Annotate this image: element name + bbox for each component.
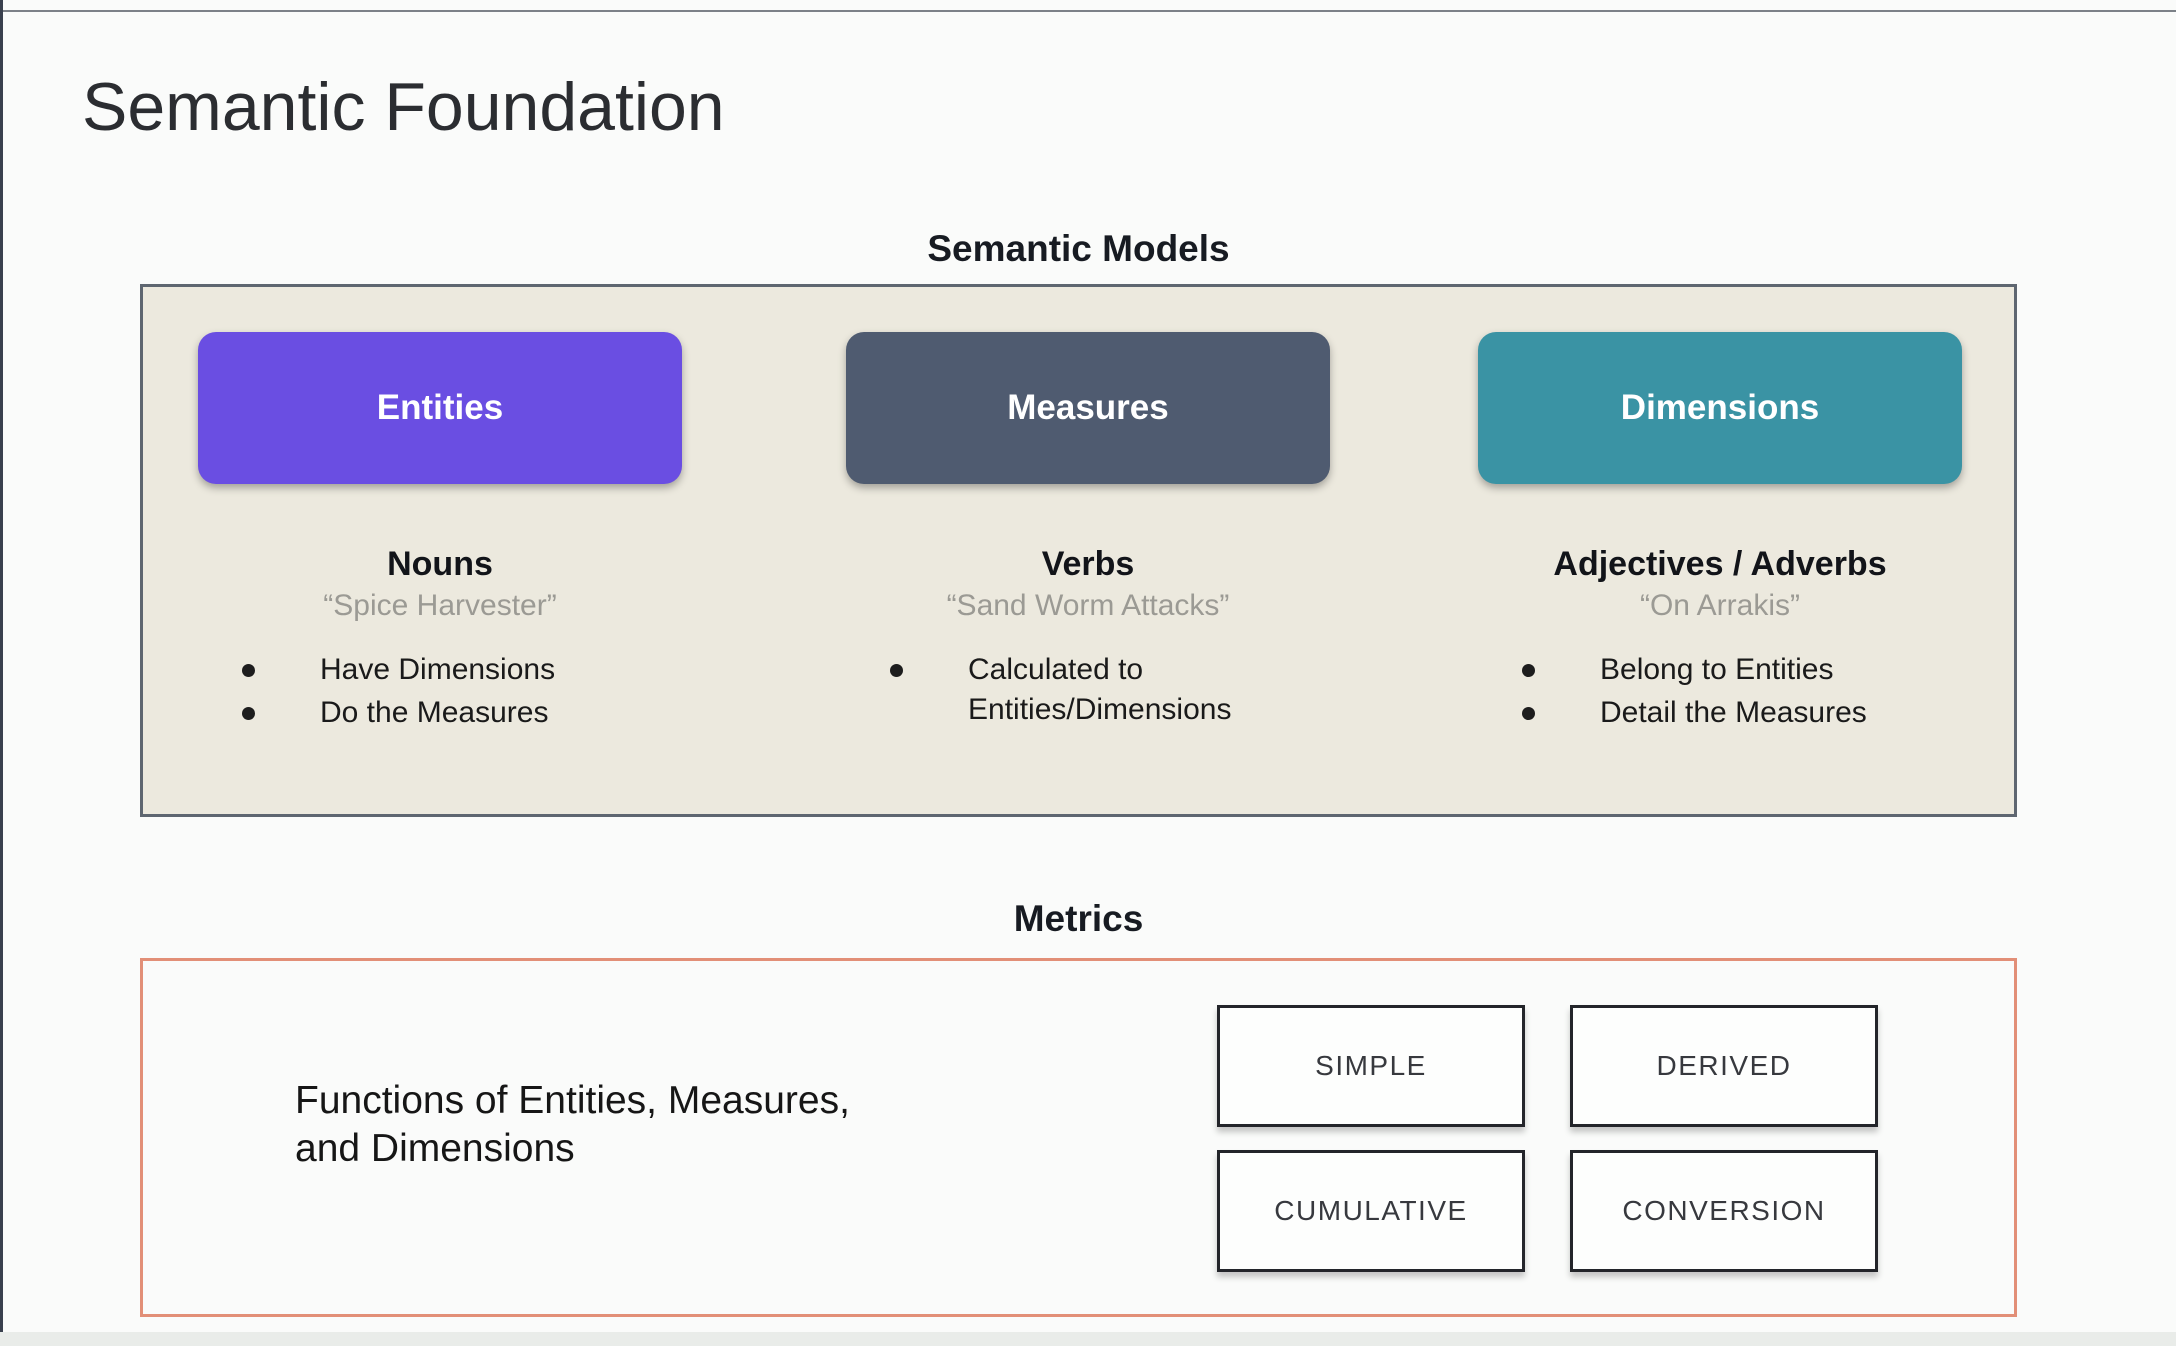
model-column-entities: Entities Nouns “Spice Harvester” Have Di… — [180, 332, 700, 736]
measures-example-quote: “Sand Worm Attacks” — [946, 589, 1230, 622]
metrics-panel: Functions of Entities, Measures, and Dim… — [140, 958, 2017, 1317]
window-left-border — [0, 0, 3, 1346]
metric-type-box-cumulative: CUMULATIVE — [1217, 1150, 1525, 1272]
measures-node: Measures — [846, 332, 1330, 484]
bullet-item: Have Dimensions — [242, 650, 650, 690]
metrics-description: Functions of Entities, Measures, and Dim… — [295, 1077, 995, 1173]
entities-node: Entities — [198, 332, 682, 484]
bullet-item: Detail the Measures — [1522, 693, 1930, 733]
measures-node-label: Measures — [1007, 388, 1169, 427]
entities-role-label: Nouns — [387, 545, 493, 583]
metrics-description-line1: Functions of Entities, Measures, — [295, 1079, 850, 1122]
metrics-heading: Metrics — [1013, 898, 1144, 939]
model-column-measures: Measures Verbs “Sand Worm Attacks” Calcu… — [828, 332, 1348, 733]
dimensions-node: Dimensions — [1478, 332, 1962, 484]
metric-type-grid: SIMPLE DERIVED CUMULATIVE CONVERSION — [1217, 1005, 1878, 1272]
bullet-item: Belong to Entities — [1522, 650, 1930, 690]
bullet-item: Calculated to Entities/Dimensions — [890, 650, 1298, 730]
metric-type-box-conversion: CONVERSION — [1570, 1150, 1878, 1272]
metric-type-box-simple: SIMPLE — [1217, 1005, 1525, 1127]
entities-bullet-list: Have Dimensions Do the Measures — [180, 650, 700, 733]
dimensions-example-quote: “On Arrakis” — [1639, 589, 1801, 622]
measures-role-label: Verbs — [1041, 545, 1135, 583]
entities-example-quote: “Spice Harvester” — [323, 589, 557, 622]
measures-bullet-list: Calculated to Entities/Dimensions — [828, 650, 1348, 730]
dimensions-bullet-list: Belong to Entities Detail the Measures — [1460, 650, 1980, 733]
metric-type-box-derived: DERIVED — [1570, 1005, 1878, 1127]
page-title: Semantic Foundation — [82, 69, 725, 145]
semantic-models-heading: Semantic Models — [927, 228, 1230, 269]
semantic-models-panel: Entities Nouns “Spice Harvester” Have Di… — [140, 284, 2017, 817]
bullet-item: Do the Measures — [242, 693, 650, 733]
window-bottom-strip — [0, 1332, 2176, 1346]
window-top-border — [3, 10, 2176, 12]
dimensions-role-label: Adjectives / Adverbs — [1553, 545, 1887, 583]
metrics-description-line2: and Dimensions — [295, 1127, 575, 1170]
model-column-dimensions: Dimensions Adjectives / Adverbs “On Arra… — [1460, 332, 1980, 736]
entities-node-label: Entities — [376, 388, 504, 427]
dimensions-node-label: Dimensions — [1620, 388, 1820, 427]
